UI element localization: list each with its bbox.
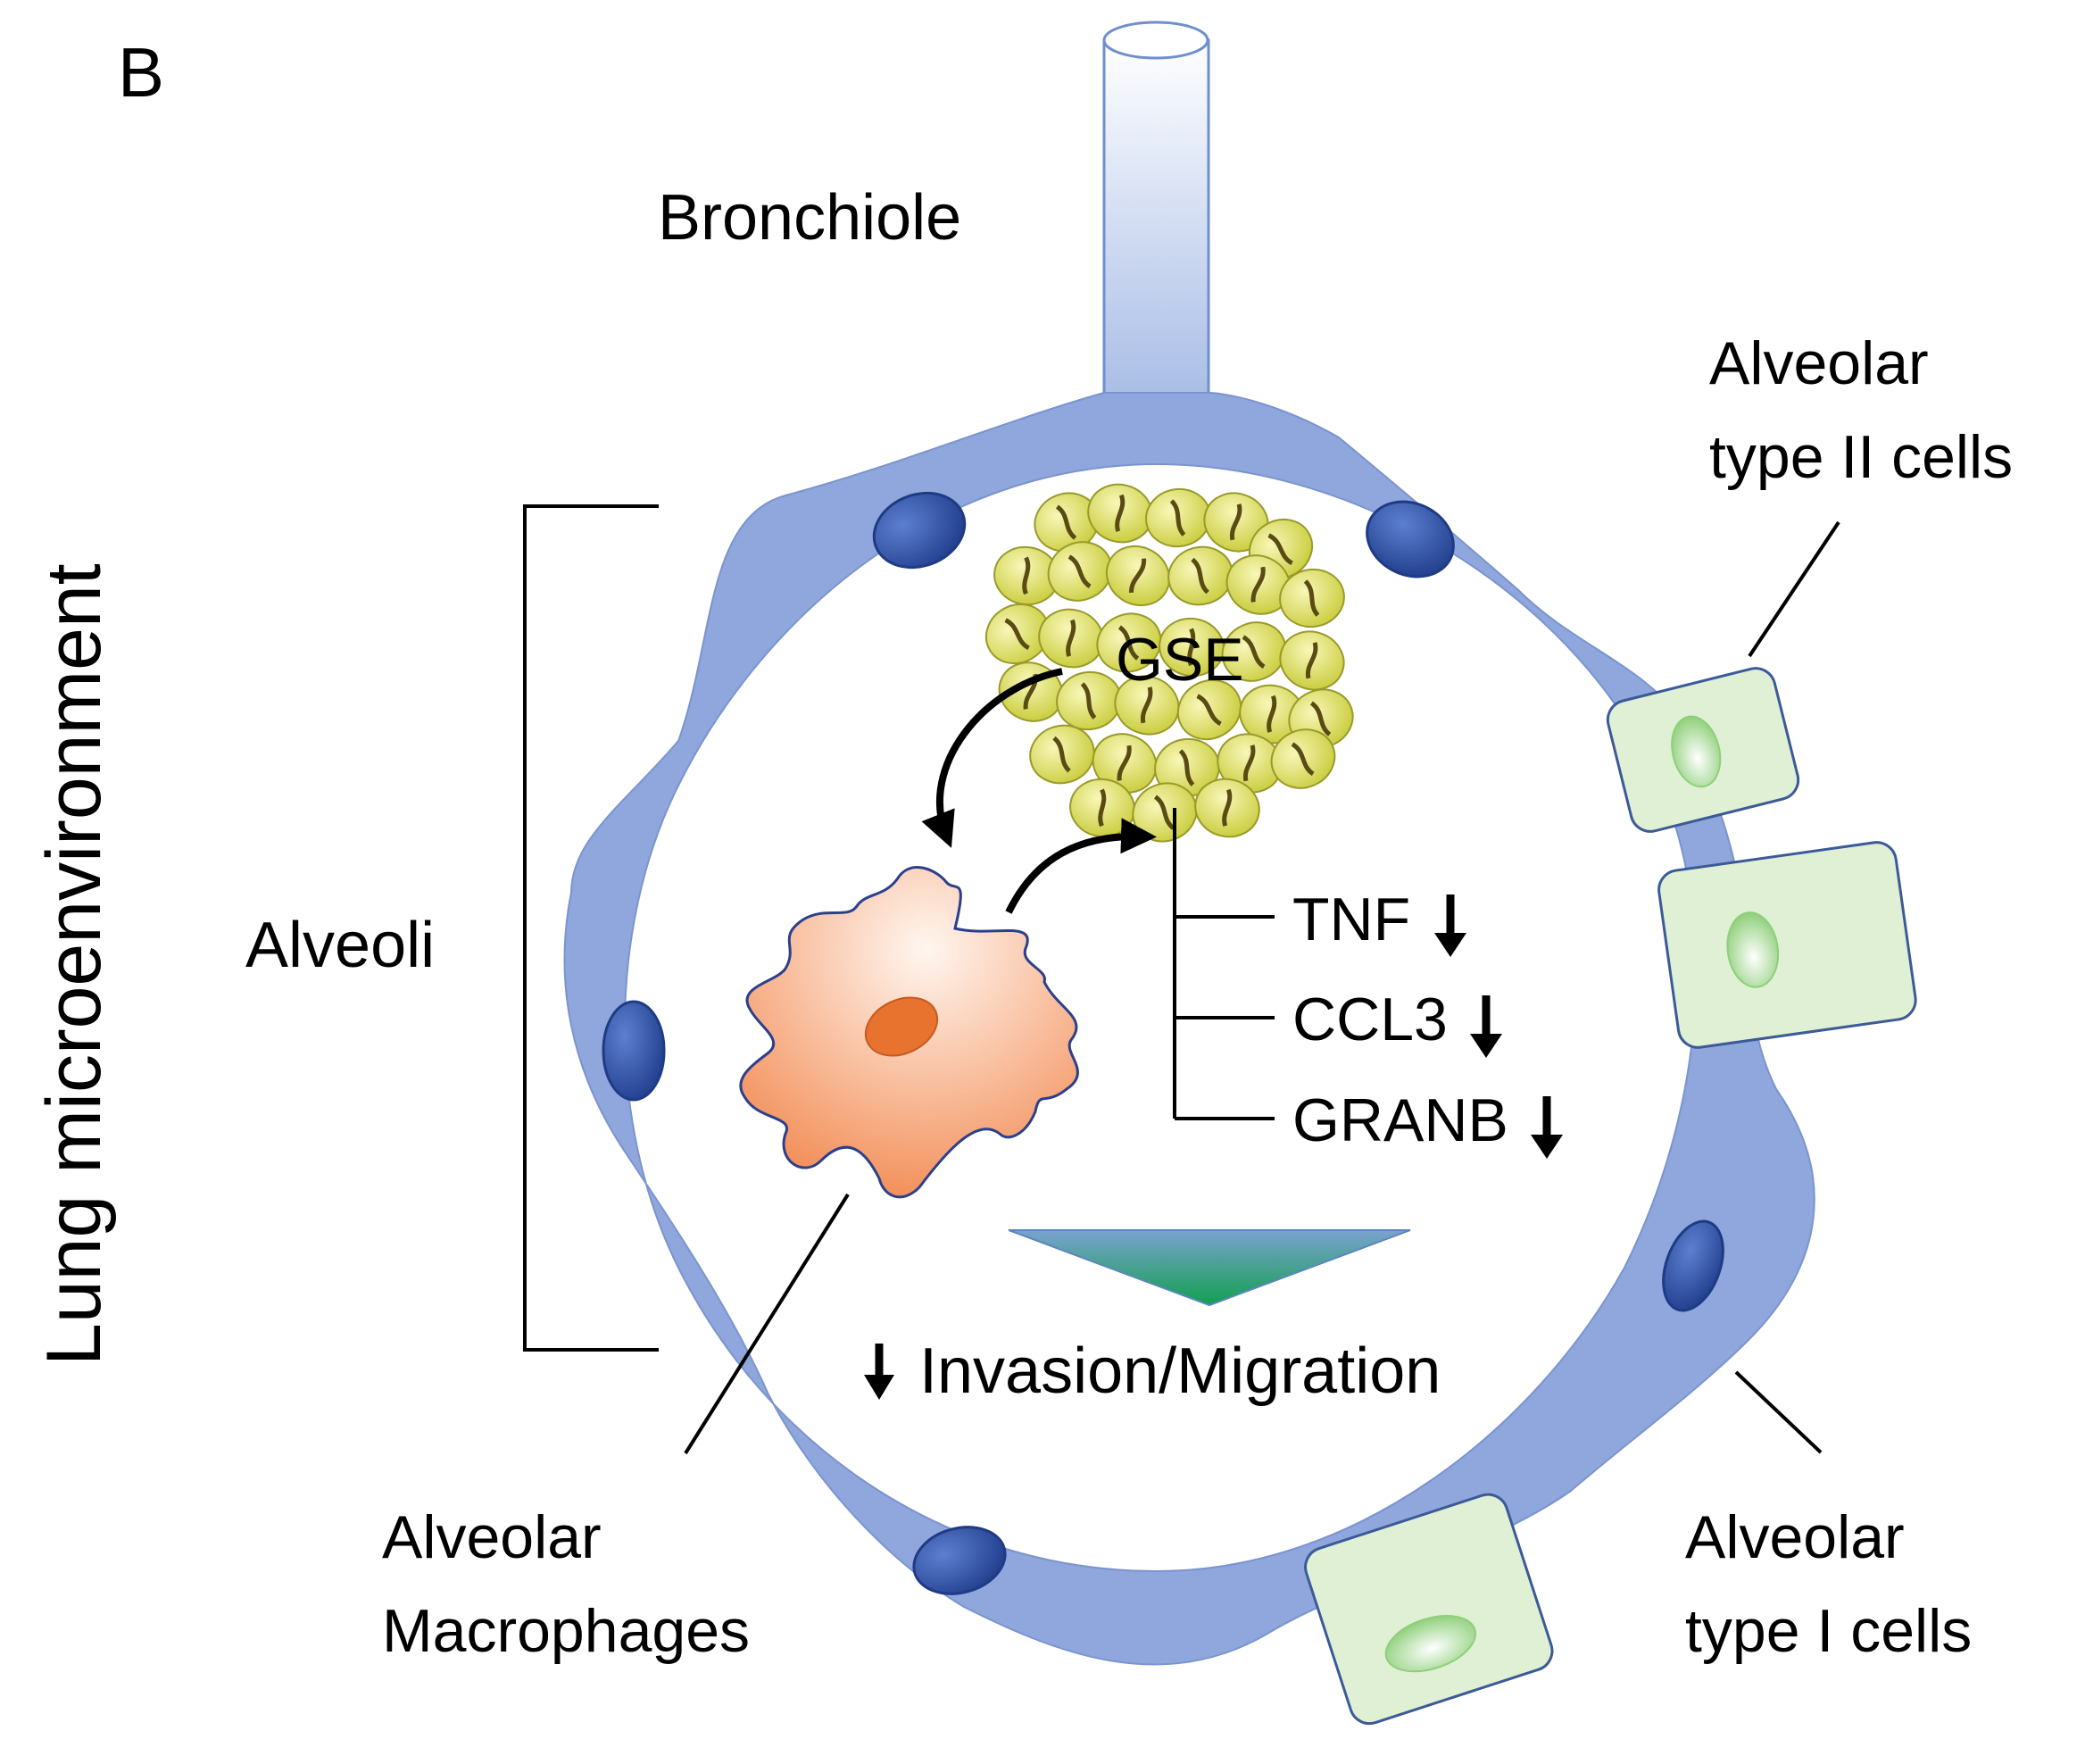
epithelial-nucleus [872,491,967,570]
type2-cell [1657,841,1917,1049]
type1-leader-line [1734,1370,1823,1454]
grape-seed [1279,630,1345,691]
type1-label-line1: Alveolar [1685,1503,1905,1571]
grape-seed [1034,492,1100,553]
type2-leader-line [1748,520,1840,658]
epithelial-nucleus [1366,500,1455,578]
grape-seed [1176,678,1242,741]
grape-seed [1270,728,1336,789]
epithelial-nucleus [1662,1219,1724,1312]
type2-label-line2: type II cells [1709,423,2013,491]
grape-seed [1225,554,1292,615]
alveoli-bracket [523,504,659,1352]
down-arrow-icon [864,1344,894,1400]
macrophage-nucleus [864,996,939,1057]
type2-cell [1304,1493,1554,1726]
effect-label-tnf: TNF [1292,886,1410,953]
gse-to-macrophage-arrow [921,668,1063,848]
macrophage-to-cytokines-arrow [1005,818,1157,914]
epithelial-nucleus [912,1526,1007,1595]
side-title: Lung microenvironment [31,563,117,1366]
grape-seed [1221,621,1287,682]
bronchiole-label: Bronchiole [658,182,961,254]
grape-seed [1194,778,1260,838]
grape-seed [1105,545,1171,607]
type1-label-line2: type I cells [1685,1597,1972,1665]
macrophage-leader-line [684,1193,850,1455]
grape-seed [984,603,1051,665]
alveoli-label: Alveoli [245,910,435,981]
down-arrow-icon [1470,995,1502,1058]
bronchiole-tube [1102,21,1210,399]
grape-seed [1047,541,1113,602]
down-arrow-icon [1531,1096,1563,1159]
gse-label: GSE [1116,626,1244,694]
grape-seed [1279,568,1345,628]
effect-label-granb: GRANB [1292,1086,1508,1154]
decrease-triangle [1008,1229,1411,1307]
macrophage-label-line1: Alveolar [382,1503,602,1571]
gse-seed-cluster [984,483,1354,843]
outcome-label: Invasion/Migration [919,1335,1441,1407]
type2-cell [1606,667,1800,833]
epithelial-nucleus [602,1000,666,1102]
panel-label: B [118,33,164,112]
grape-seed [1069,778,1135,838]
grape-seed [1096,612,1162,673]
macrophage-label-line2: Macrophages [382,1597,750,1665]
type2-label-line1: Alveolar [1709,329,1929,397]
grape-seed [1114,675,1180,736]
down-arrow-icon [1434,894,1466,957]
grape-seed [1159,617,1225,678]
grape-seed [1029,724,1095,785]
alveolar-macrophage [739,866,1079,1199]
cytokine-tree [1173,808,1275,1120]
effect-label-ccl3: CCL3 [1292,986,1448,1053]
